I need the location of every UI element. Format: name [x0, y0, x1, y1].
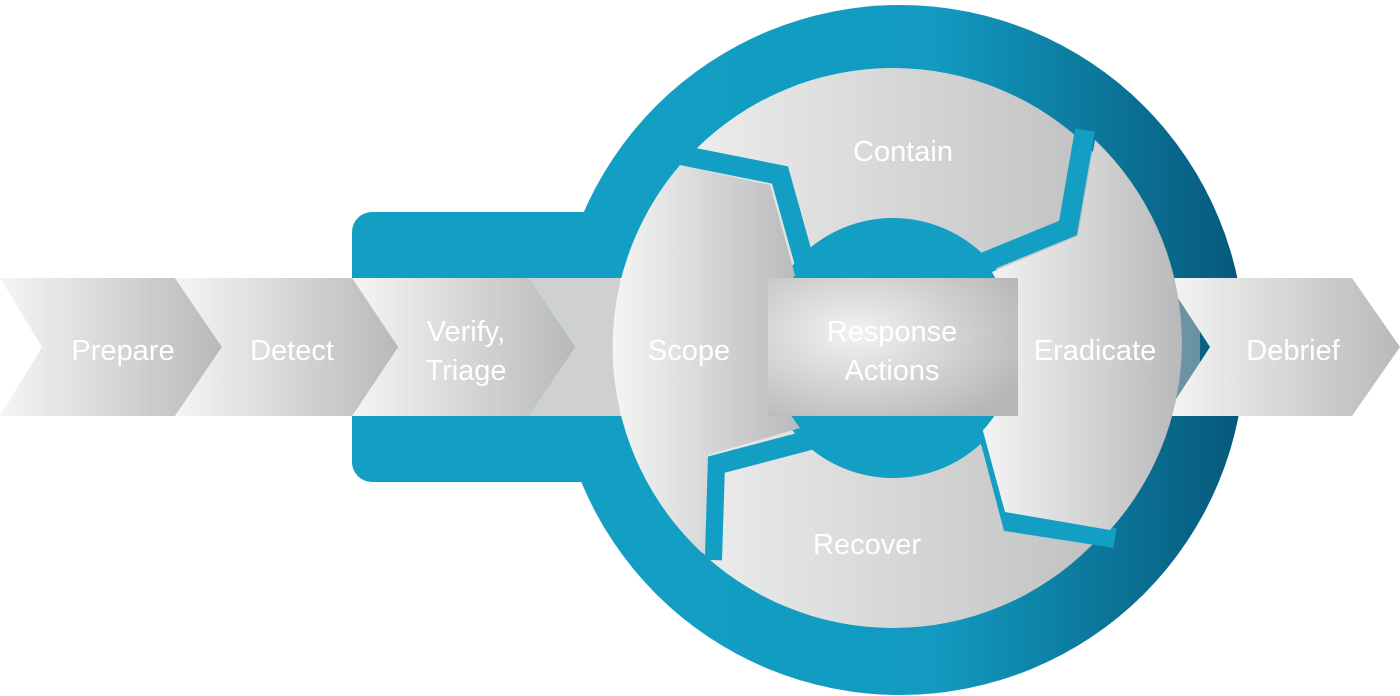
step-verify-label-line2: Triage	[425, 355, 506, 387]
step-detect-label: Detect	[250, 335, 334, 367]
step-verify-shape	[352, 278, 575, 416]
band-into-cycle	[528, 278, 630, 416]
step-debrief-label: Debrief	[1246, 335, 1340, 367]
step-prepare-label: Prepare	[71, 335, 174, 367]
phase-recover-label: Recover	[813, 529, 921, 561]
center-label-line1: Response	[827, 316, 958, 348]
segment-dividers	[678, 128, 1117, 561]
center-label-line2: Actions	[844, 355, 939, 387]
step-prepare-shape	[0, 278, 222, 416]
phase-eradicate-label: Eradicate	[1034, 335, 1157, 367]
eradicate-segment	[980, 140, 1182, 530]
phase-contain-label: Contain	[853, 136, 953, 168]
step-verify-label-line1: Verify,	[427, 316, 505, 348]
step-detect-shape	[175, 278, 398, 416]
center-band	[768, 278, 1018, 416]
scope-segment	[612, 165, 800, 555]
step-debrief-shape	[1165, 278, 1400, 416]
phase-scope-label: Scope	[648, 335, 730, 367]
